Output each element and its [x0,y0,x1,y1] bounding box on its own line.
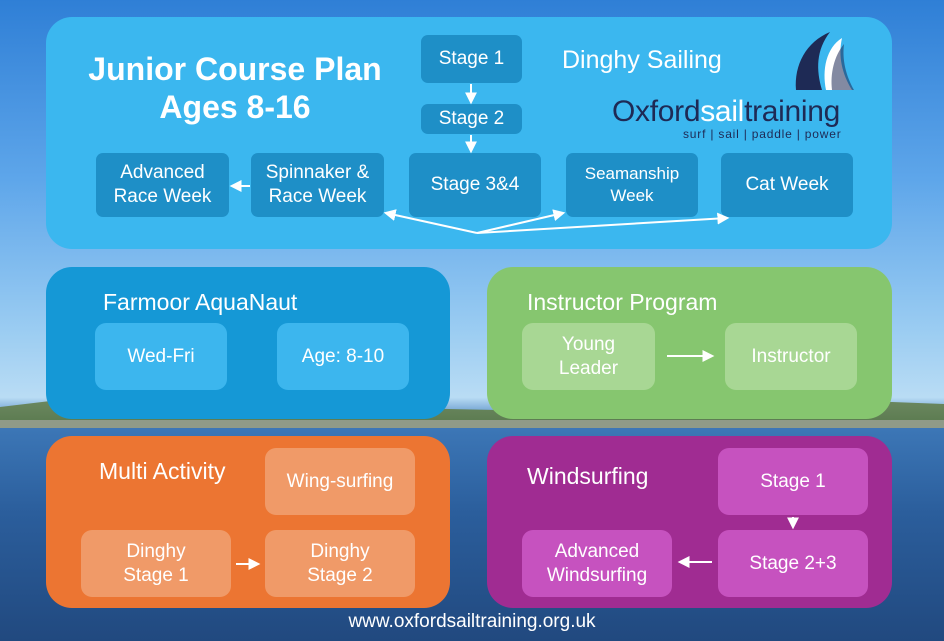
dinghy-stage-3-4-node: Stage 3&4 [409,153,541,217]
wing-surfing-node: Wing-surfing [265,448,415,515]
arrow-fan-cat-week [476,212,730,234]
young-leader-node: Young Leader [522,323,655,390]
multi-activity-title: Multi Activity [99,458,226,484]
logo-tagline: surf | sail | paddle | power [683,127,842,141]
seamanship-week-node: Seamanship Week [566,153,698,217]
aquanaut-age-node: Age: 8-10 [277,323,409,390]
arrow-fan-spinnaker [383,209,478,234]
sail-logo-icon [795,32,854,90]
aquanaut-days-node: Wed-Fri [95,323,227,390]
windsurf-stage-1-node: Stage 1 [718,448,868,515]
logo-word-sail: sail [700,95,745,128]
windsurf-stage-2-3-node: Stage 2+3 [718,530,868,597]
aquanaut-title: Farmoor AquaNaut [103,289,298,315]
website-link[interactable]: www.oxfordsailtraining.org.uk [348,611,596,632]
instructor-title: Instructor Program [527,289,718,315]
shoreline [0,420,944,428]
multi-dinghy-stage-2-node: Dinghy Stage 2 [265,530,415,597]
cat-week-node: Cat Week [721,153,853,217]
arrow-fan-seamanship [476,209,566,234]
logo-word-training: training [744,95,841,128]
instructor-node: Instructor [725,323,857,390]
advanced-windsurfing-node: Advanced Windsurfing [522,530,672,597]
logo-word-oxford: Oxford [612,95,701,128]
multi-dinghy-stage-1-node: Dinghy Stage 1 [81,530,231,597]
dinghy-stage-1-node: Stage 1 [421,35,522,83]
dinghy-sailing-label: Dinghy Sailing [562,46,722,74]
spinnaker-race-week-node: Spinnaker & Race Week [251,153,384,217]
logo-wordmark: Oxfordsailtraining [612,95,840,129]
advanced-race-week-node: Advanced Race Week [96,153,229,217]
dinghy-stage-2-node: Stage 2 [421,104,522,134]
page-title: Junior Course Plan Ages 8-16 [88,51,382,125]
windsurfing-title: Windsurfing [527,463,649,489]
